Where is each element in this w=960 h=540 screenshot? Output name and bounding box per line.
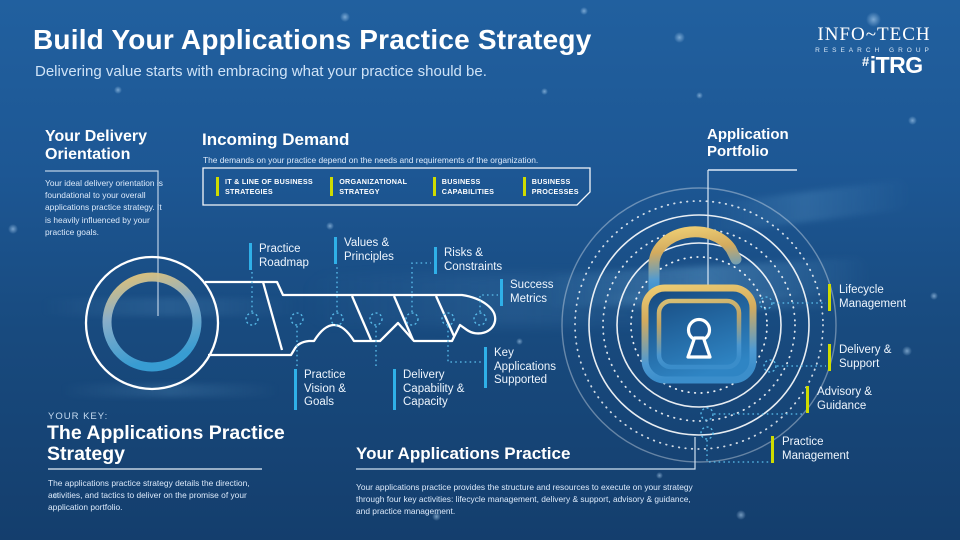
applications-practice-description: Your applications practice provides the … bbox=[356, 482, 693, 517]
incoming-demand-description: The demands on your practice depend on t… bbox=[203, 155, 539, 165]
infotech-logo-tagline: RESEARCH GROUP bbox=[815, 47, 933, 54]
key-label-values-principles: Values & Principles bbox=[334, 237, 410, 265]
delivery-orientation-title: Your Delivery Orientation bbox=[45, 128, 147, 163]
demand-item: ORGANIZATIONAL STRATEGY bbox=[330, 177, 420, 196]
incoming-demand-title: Incoming Demand bbox=[202, 130, 350, 149]
key-label-practice-vision-goals: Practice Vision & Goals bbox=[294, 369, 354, 410]
delivery-orientation-connector bbox=[45, 170, 159, 316]
key-label-success-metrics: Success Metrics bbox=[500, 279, 566, 307]
demand-item: BUSINESS CAPABILITIES bbox=[432, 177, 510, 196]
demand-item: IT & LINE OF BUSINESS STRATEGIES bbox=[216, 177, 317, 196]
incoming-demand-box bbox=[202, 167, 591, 206]
itrg-hash: # bbox=[862, 54, 869, 69]
page-subtitle: Delivering value starts with embracing w… bbox=[35, 63, 487, 80]
itrg-text: iTRG bbox=[869, 52, 923, 78]
delivery-orientation-description: Your ideal delivery orientation is found… bbox=[45, 178, 163, 237]
demand-item: BUSINESS PROCESSES bbox=[522, 177, 590, 196]
your-key-kicker: YOUR KEY: bbox=[48, 411, 109, 422]
portfolio-label-practice-management: Practice Management bbox=[771, 436, 874, 464]
key-head bbox=[84, 255, 220, 391]
portfolio-label-lifecycle-management: Lifecycle Management bbox=[828, 284, 931, 312]
infotech-logo-wordmark: INFO~TECH bbox=[817, 24, 931, 45]
page-title: Build Your Applications Practice Strateg… bbox=[33, 24, 592, 55]
key-shaft bbox=[205, 280, 497, 357]
key-label-delivery-capability-capacity: Delivery Capability & Capacity bbox=[393, 369, 467, 410]
key-strategy-description: The applications practice strategy detai… bbox=[48, 478, 250, 513]
lock-icon bbox=[641, 226, 757, 384]
applications-practice-title: Your Applications Practice bbox=[356, 444, 571, 463]
key-label-practice-roadmap: Practice Roadmap bbox=[249, 243, 321, 271]
portfolio-label-delivery-support: Delivery & Support bbox=[828, 344, 909, 372]
key-label-key-applications-supported: Key Applications Supported bbox=[484, 347, 572, 388]
practice-section-rule bbox=[356, 437, 696, 470]
portfolio-label-advisory-guidance: Advisory & Guidance bbox=[806, 386, 895, 414]
ring-node-connectors bbox=[700, 296, 826, 463]
itrg-logo: #iTRG bbox=[862, 52, 923, 79]
incoming-demand-items: IT & LINE OF BUSINESS STRATEGIES ORGANIZ… bbox=[203, 168, 590, 205]
portfolio-rings bbox=[561, 187, 837, 463]
key-node-connectors bbox=[245, 262, 498, 368]
infotech-logo: INFO~TECH RESEARCH GROUP bbox=[806, 24, 942, 54]
key-label-risks-constraints: Risks & Constraints bbox=[434, 247, 520, 275]
key-strategy-title: The Applications Practice Strategy bbox=[47, 422, 285, 466]
application-portfolio-title: Application Portfolio bbox=[707, 126, 789, 160]
